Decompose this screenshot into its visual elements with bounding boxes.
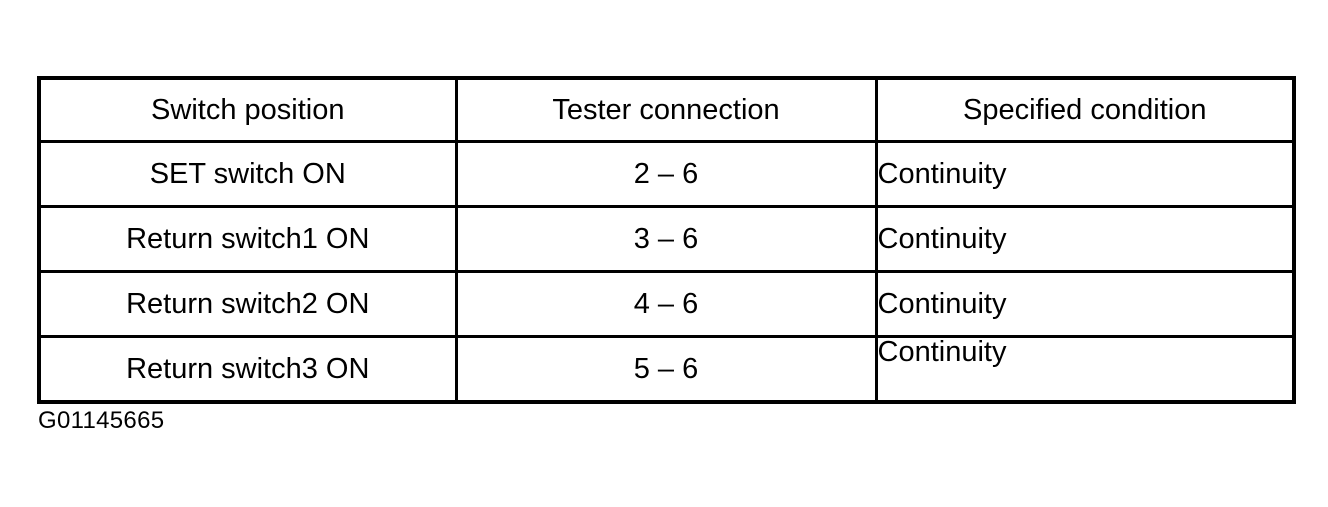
cell-value: Return switch1 ON xyxy=(126,222,370,255)
cell-specified-condition: Continuity xyxy=(874,205,1296,273)
cell-value: Continuity xyxy=(877,157,1007,190)
cell-value: Return switch3 ON xyxy=(126,352,370,385)
table-body: SET switch ON 2 – 6 Continuity Return sw… xyxy=(37,140,1296,404)
table-row: Return switch2 ON 4 – 6 Continuity xyxy=(37,270,1296,338)
table-header-row: Switch position Tester connection Specif… xyxy=(37,76,1296,143)
cell-value: SET switch ON xyxy=(149,157,346,190)
column-header-label: Tester connection xyxy=(552,93,780,126)
cell-tester-connection: 2 – 6 xyxy=(454,140,878,208)
column-header-label: Switch position xyxy=(151,93,345,126)
cell-value: Return switch2 ON xyxy=(126,287,370,320)
column-header-switch-position: Switch position xyxy=(37,76,458,143)
cell-tester-connection: 3 – 6 xyxy=(454,205,878,273)
cell-switch-position: SET switch ON xyxy=(37,140,458,208)
cell-specified-condition: Continuity xyxy=(874,270,1296,338)
table-row: SET switch ON 2 – 6 Continuity xyxy=(37,140,1296,208)
cell-switch-position: Return switch1 ON xyxy=(37,205,458,273)
table-row: Return switch3 ON 5 – 6 Continuity xyxy=(37,335,1296,404)
table-header: Switch position Tester connection Specif… xyxy=(37,76,1296,143)
cell-value: Continuity xyxy=(877,336,1007,368)
column-header-tester-connection: Tester connection xyxy=(454,76,878,143)
cell-value: 4 – 6 xyxy=(633,287,699,320)
cell-switch-position: Return switch2 ON xyxy=(37,270,458,338)
table-row: Return switch1 ON 3 – 6 Continuity xyxy=(37,205,1296,273)
cell-tester-connection: 4 – 6 xyxy=(454,270,878,338)
figure-caption: G01145665 xyxy=(38,407,165,434)
column-header-label: Specified condition xyxy=(963,93,1207,126)
specification-table: Switch position Tester connection Specif… xyxy=(37,76,1296,404)
column-header-specified-condition: Specified condition xyxy=(874,76,1296,143)
cell-switch-position: Return switch3 ON xyxy=(37,335,458,404)
cell-specified-condition: Continuity xyxy=(874,140,1296,208)
cell-value: Continuity xyxy=(877,287,1007,320)
cell-specified-condition: Continuity xyxy=(874,335,1296,404)
cell-value: 2 – 6 xyxy=(633,157,699,190)
cell-value: 5 – 6 xyxy=(633,352,699,385)
cell-tester-connection: 5 – 6 xyxy=(454,335,878,404)
cell-value: 3 – 6 xyxy=(633,222,699,255)
cell-value: Continuity xyxy=(877,222,1007,255)
